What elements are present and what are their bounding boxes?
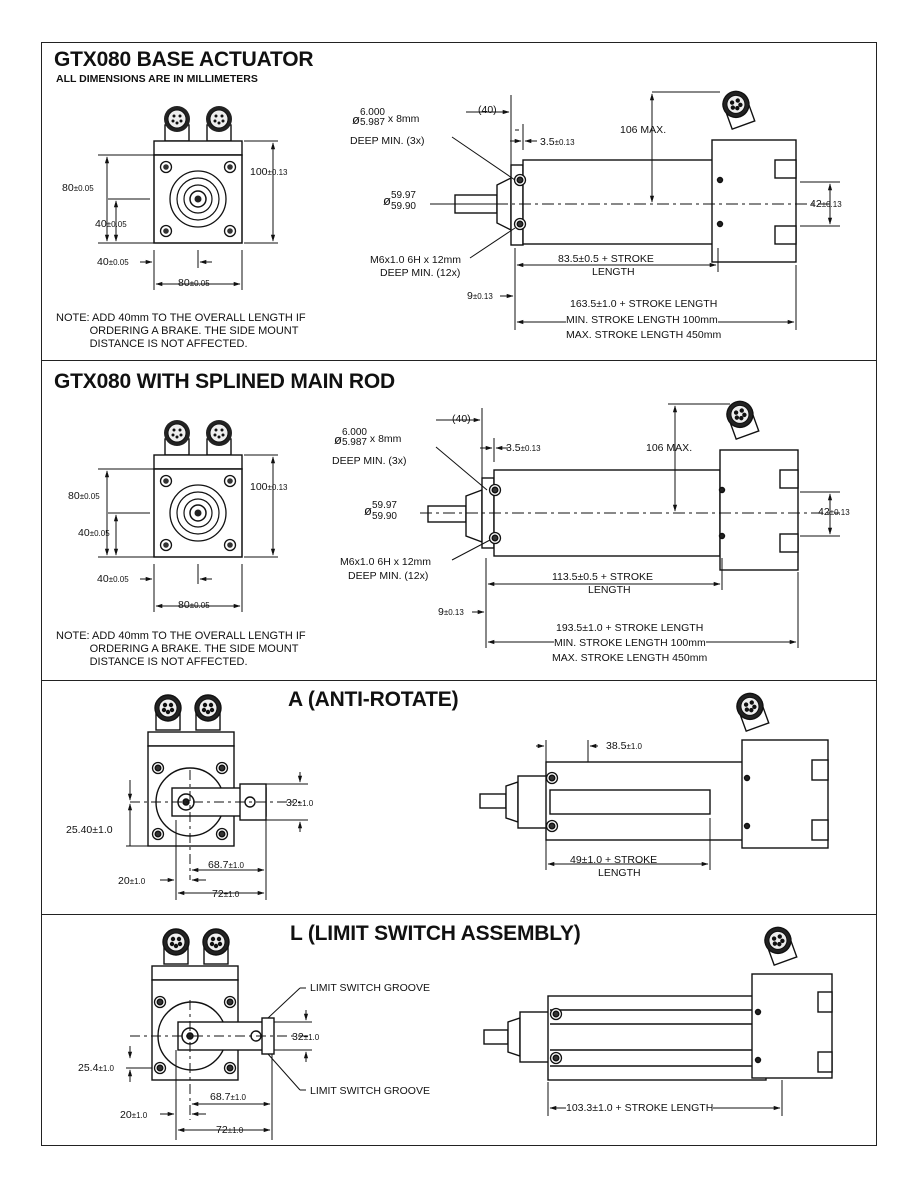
section-title-limit-switch: L (LIMIT SWITCH ASSEMBLY) (290, 922, 581, 945)
brake-note: NOTE: ADD 40mm TO THE OVERALL LENGTH IF … (56, 630, 306, 668)
dim-limit-length: 103.3±1.0 + STROKE LENGTH (566, 1102, 714, 1114)
dim-32: 32±1.0 (292, 1031, 320, 1043)
thread-spec: M6x1.0 6H x 12mm (370, 254, 462, 266)
section-divider (41, 914, 877, 915)
dim-9: 9±0.13 (438, 606, 464, 618)
dim-20: 20±1.0 (118, 875, 146, 887)
section-title-anti-rotate: A (ANTI-ROTATE) (288, 688, 459, 711)
dim-68-7: 68.7±1.0 (208, 859, 244, 871)
dim-32: 32±1.0 (286, 797, 314, 809)
hole-depth-note: DEEP MIN. (3x) (332, 455, 407, 467)
dim-20: 20±1.0 (120, 1109, 148, 1121)
max-stroke-length: MAX. STROKE LENGTH 450mm (566, 329, 722, 341)
dim-9: 9±0.13 (467, 290, 493, 302)
dim-width-80: 80±0.05 (178, 599, 210, 611)
thread-spec: M6x1.0 6H x 12mm (340, 556, 432, 568)
dim-106-max: 106 MAX. (646, 442, 693, 454)
dim-half-40: 40±0.05 (78, 527, 110, 539)
dim-25-4: 25.4±1.0 (78, 1062, 114, 1074)
dim-height-80: 80±0.05 (68, 490, 100, 502)
splined-end-view (154, 420, 242, 557)
dim-overall-length: 193.5±1.0 + STROKE LENGTH (556, 622, 704, 634)
anti-rotate-end-view (147, 694, 267, 847)
dim-42: 42±0.13 (810, 198, 842, 210)
section-divider (41, 360, 877, 361)
dim-paren-40: (40) (452, 413, 471, 425)
dim-anti-rotate-length: 49±1.0 + STROKE (570, 854, 658, 866)
dim-height-100: 100±0.13 (250, 481, 288, 493)
hole-depth-note: DEEP MIN. (3x) (350, 135, 425, 147)
dim-width-80: 80±0.05 (178, 277, 210, 289)
base-side-view (454, 86, 797, 263)
dim-paren-40: (40) (478, 104, 497, 116)
dim-overall-length: 163.5±1.0 + STROKE LENGTH (570, 298, 718, 310)
limit-side-view (483, 922, 833, 1081)
dim-body-length: 113.5±0.5 + STROKE (552, 571, 653, 583)
dim-68-7: 68.7±1.0 (210, 1091, 246, 1103)
dim-body-length-2: LENGTH (592, 266, 635, 278)
drawing-frame (41, 42, 877, 1146)
section-title-base: GTX080 BASE ACTUATOR (54, 48, 314, 71)
section-title-splined: GTX080 WITH SPLINED MAIN ROD (54, 370, 395, 393)
dim-anti-rotate-length-2: LENGTH (598, 867, 641, 879)
dim-3-5: 3.5±0.13 (540, 136, 575, 148)
dim-38-5: 38.5±1.0 (606, 740, 642, 752)
dim-72: 72±1.0 (212, 888, 240, 900)
max-stroke-length: MAX. STROKE LENGTH 450mm (552, 652, 708, 664)
min-stroke-length: MIN. STROKE LENGTH 100mm (554, 637, 706, 649)
brake-note: NOTE: ADD 40mm TO THE OVERALL LENGTH IF … (56, 312, 306, 350)
dim-offset-40: 40±0.05 (97, 256, 129, 268)
dim-height-100: 100±0.13 (250, 166, 288, 178)
dim-body-length: 83.5±0.5 + STROKE (558, 253, 654, 265)
base-end-view (154, 106, 242, 243)
dim-height-80: 80±0.05 (62, 182, 94, 194)
anti-rotate-side-view (479, 688, 829, 849)
min-stroke-length: MIN. STROKE LENGTH 100mm (566, 314, 718, 326)
thread-depth-note: DEEP MIN. (12x) (380, 267, 461, 279)
dim-25-40: 25.40±1.0 (66, 824, 113, 836)
limit-switch-groove-bottom: LIMIT SWITCH GROOVE (310, 1085, 430, 1097)
dim-42: 42±0.13 (818, 506, 850, 518)
dim-half-40: 40±0.05 (95, 218, 127, 230)
dim-body-length-2: LENGTH (588, 584, 631, 596)
limit-end-view (151, 928, 275, 1081)
dim-offset-40: 40±0.05 (97, 573, 129, 585)
dim-72: 72±1.0 (216, 1124, 244, 1136)
splined-side-view (427, 396, 799, 571)
units-note: ALL DIMENSIONS ARE IN MILLIMETERS (56, 73, 258, 85)
section-divider (41, 680, 877, 681)
dim-106-max: 106 MAX. (620, 124, 667, 136)
dim-3-5: 3.5±0.13 (506, 442, 541, 454)
limit-switch-groove-top: LIMIT SWITCH GROOVE (310, 982, 430, 994)
thread-depth-note: DEEP MIN. (12x) (348, 570, 429, 582)
